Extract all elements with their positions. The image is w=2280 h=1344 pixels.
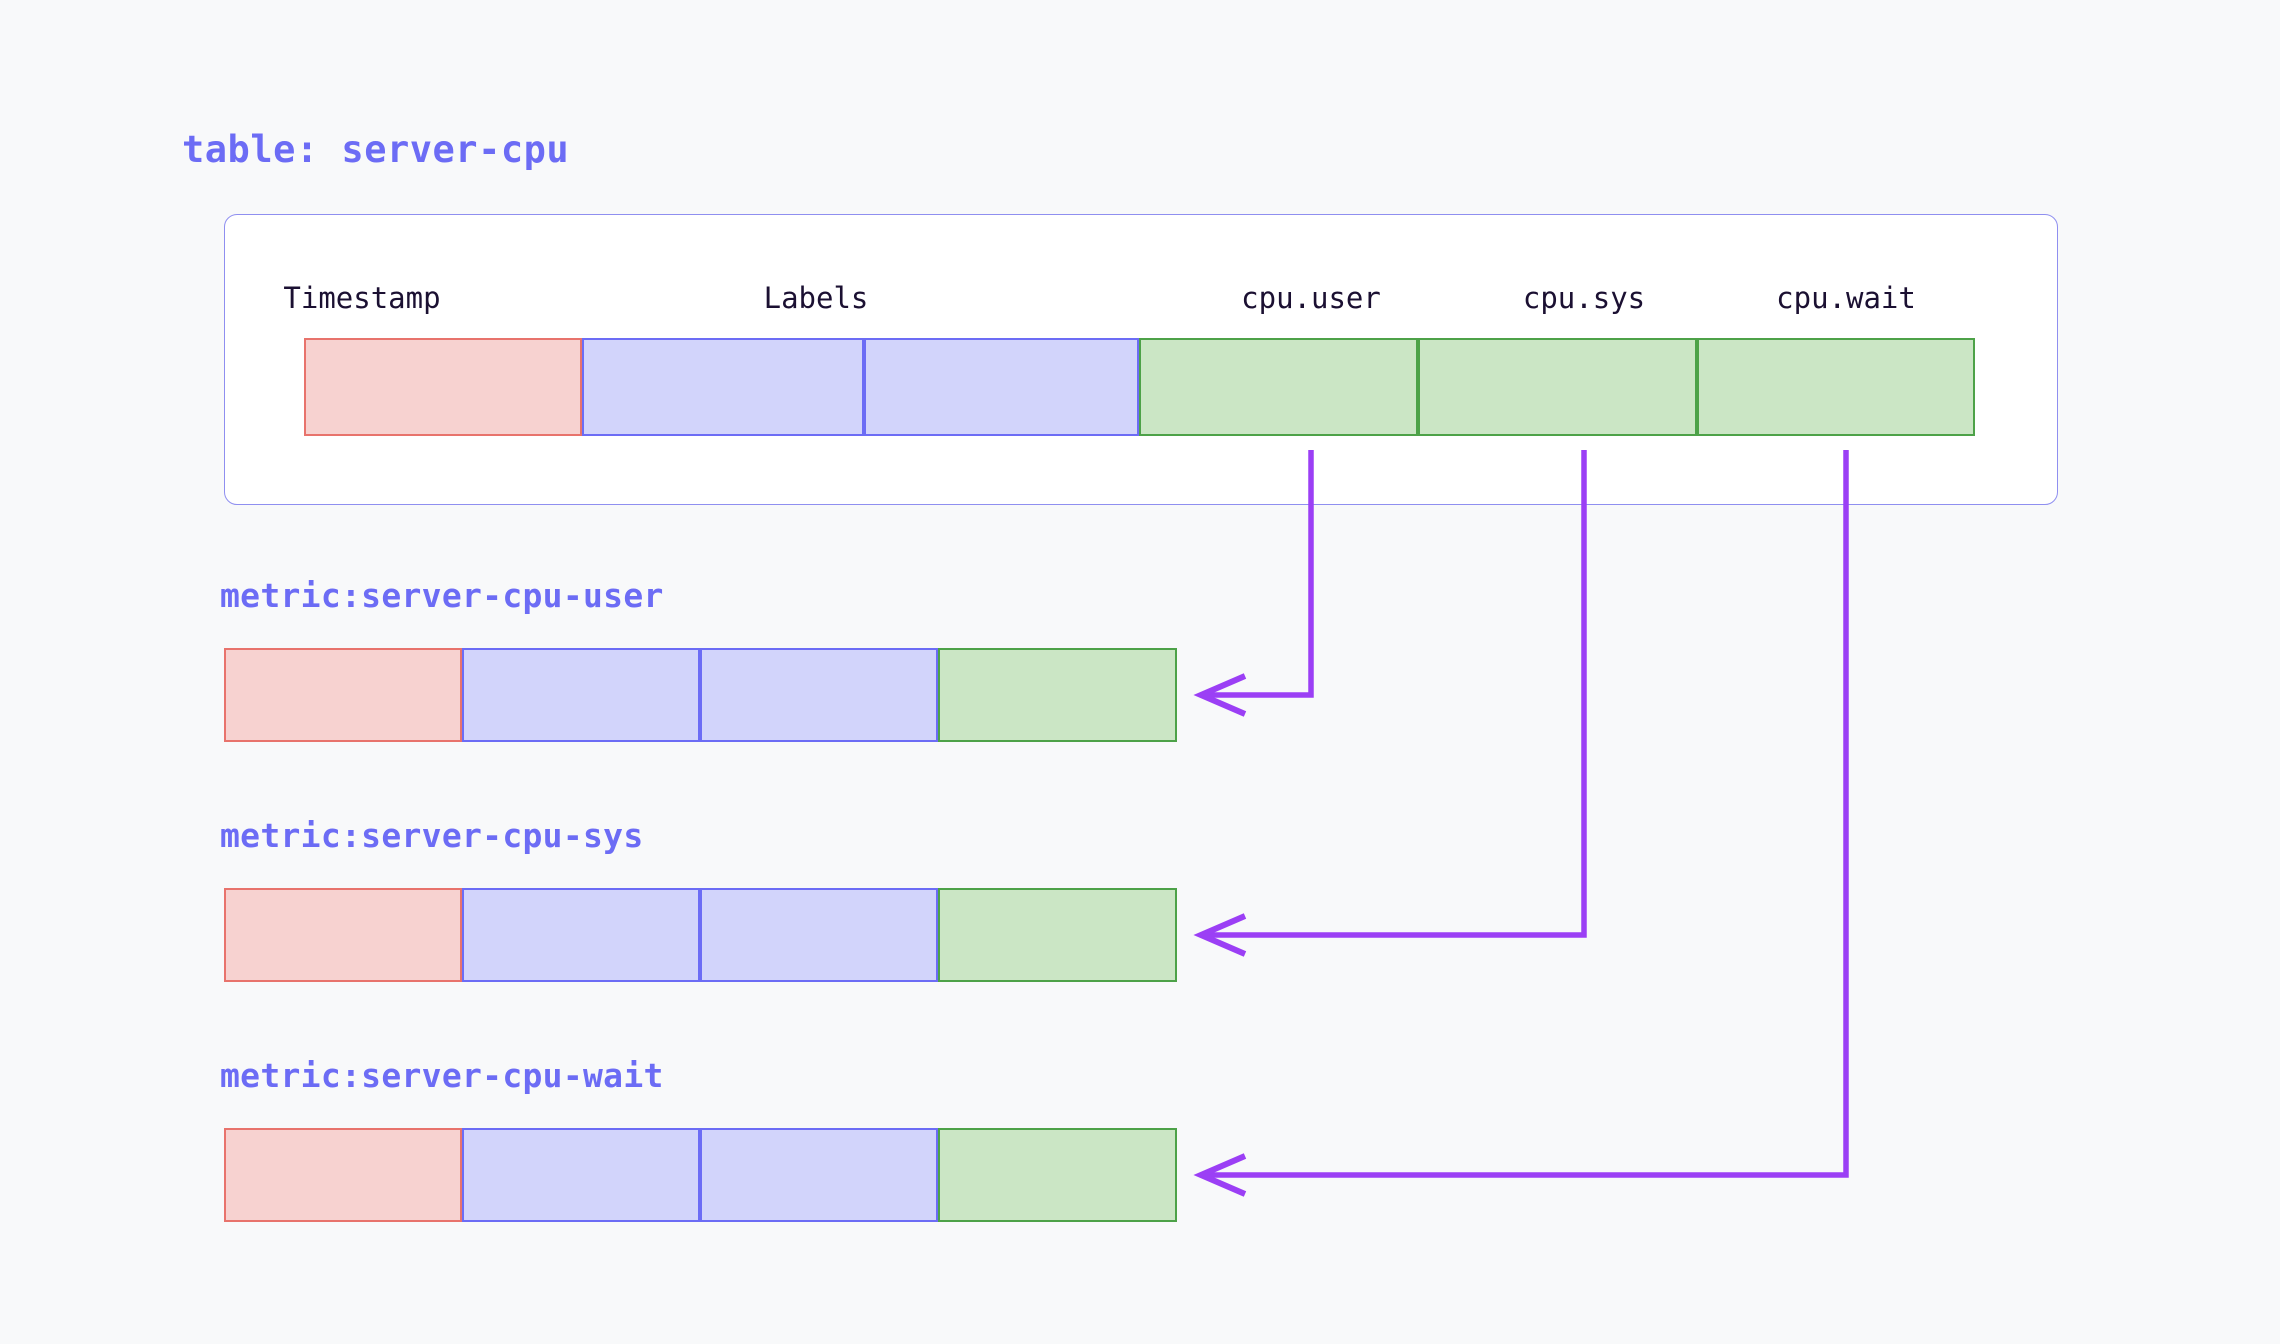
metric-wait-cell-value [938,1128,1177,1222]
column-header-cpu-sys: cpu.sys [1522,281,1646,315]
table-cell-cpu-wait [1697,338,1975,436]
metric-user-cell-value [938,648,1177,742]
metric-sys-cell-timestamp [224,888,462,982]
arrow-cpu-sys-path [1206,450,1587,938]
column-header-timestamp: Timestamp [283,281,441,315]
column-header-cpu-user: cpu.user [1241,281,1381,315]
metric-user-cell-timestamp [224,648,462,742]
metric-sys-cell-label-2 [700,888,938,982]
table-cell-label-2 [864,338,1139,436]
metric-title-server-cpu-user: metric:server-cpu-user [220,576,664,615]
column-header-labels: Labels [763,281,869,315]
metric-wait-cell-label-1 [462,1128,700,1222]
metric-sys-cell-value [938,888,1177,982]
metric-wait-cell-label-2 [700,1128,938,1222]
table-cell-cpu-sys [1418,338,1697,436]
table-cell-cpu-user [1139,338,1418,436]
arrow-cpu-user-head [1193,673,1247,717]
metric-title-server-cpu-sys: metric:server-cpu-sys [220,816,644,855]
metric-user-cell-label-1 [462,648,700,742]
arrow-cpu-wait-path [1206,450,1849,1178]
arrow-cpu-sys-head [1193,913,1247,957]
arrow-cpu-wait-head [1193,1153,1247,1197]
metric-user-cell-label-2 [700,648,938,742]
metric-sys-cell-label-1 [462,888,700,982]
metric-title-server-cpu-wait: metric:server-cpu-wait [220,1056,664,1095]
table-title: table: server-cpu [182,128,570,171]
table-cell-timestamp [304,338,582,436]
metric-wait-cell-timestamp [224,1128,462,1222]
column-header-cpu-wait: cpu.wait [1776,281,1916,315]
table-cell-label-1 [582,338,864,436]
